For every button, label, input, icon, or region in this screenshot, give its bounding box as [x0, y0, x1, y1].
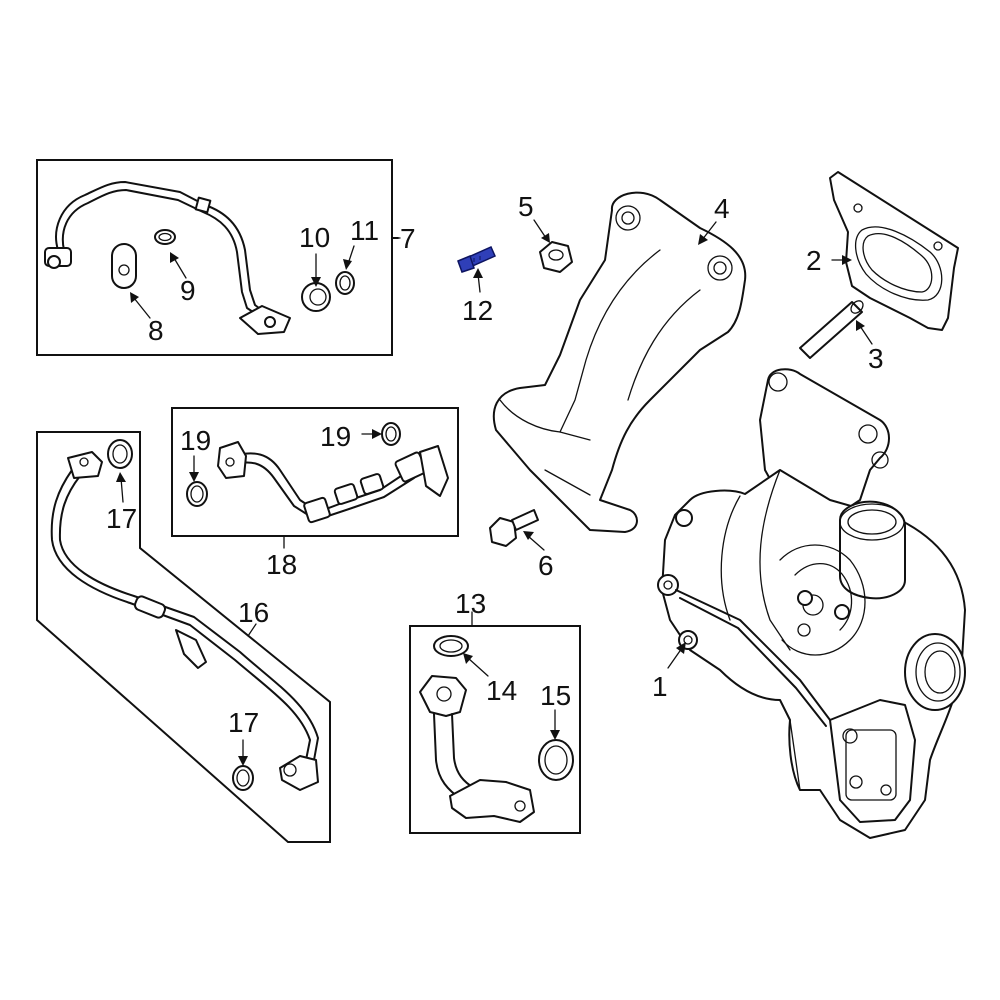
callout-1: 1	[652, 671, 668, 702]
bolt-6-part[interactable]	[489, 509, 539, 547]
oil-feed-line-part[interactable]	[44, 181, 291, 335]
callout-4: 4	[714, 193, 730, 224]
dowel-pin-3-part[interactable]	[799, 298, 865, 359]
callout-19-left: 19	[180, 425, 211, 456]
box-oil-feed-line-kit	[36, 159, 399, 356]
callout-15: 15	[540, 680, 571, 711]
washer-8-part[interactable]	[111, 243, 137, 289]
callout-12: 12	[462, 295, 493, 326]
o-ring-17-lower-part[interactable]	[232, 765, 254, 791]
callout-7: 7	[400, 223, 416, 254]
callout-6: 6	[538, 550, 554, 581]
seal-10-part[interactable]	[301, 282, 331, 312]
callout-11: 11	[350, 215, 379, 246]
stud-12-part[interactable]	[457, 246, 496, 273]
callout-9: 9	[180, 275, 196, 306]
box-coolant-feed-line	[171, 407, 459, 537]
callout-16: 16	[238, 597, 269, 628]
heat-shield-4-part[interactable]	[492, 191, 747, 533]
oil-return-line-part[interactable]	[50, 451, 319, 791]
callout-17-lower: 17	[228, 707, 259, 738]
o-ring-19-right-part[interactable]	[381, 422, 401, 446]
turbocharger-1-part[interactable]	[657, 368, 966, 839]
o-ring-17-upper-part[interactable]	[107, 439, 133, 469]
seal-15-part[interactable]	[538, 739, 574, 781]
callout-3: 3	[868, 343, 884, 374]
box-water-pipe	[409, 625, 581, 834]
callout-5: 5	[518, 191, 534, 222]
callout-19-right: 19	[320, 421, 351, 452]
o-ring-14-part[interactable]	[433, 635, 469, 657]
nut-5-part[interactable]	[539, 241, 573, 273]
o-ring-9-part[interactable]	[154, 229, 176, 245]
callout-10: 10	[299, 222, 330, 253]
o-ring-11-part[interactable]	[335, 271, 355, 295]
callout-17-upper: 17	[106, 503, 137, 534]
callout-2: 2	[806, 245, 822, 276]
gasket-2-part[interactable]	[829, 171, 959, 331]
o-ring-19-left-part[interactable]	[186, 481, 208, 507]
callout-14: 14	[486, 675, 517, 706]
callout-13: 13	[455, 588, 486, 619]
callout-8: 8	[148, 315, 164, 346]
water-pipe-part[interactable]	[419, 675, 535, 823]
box-oil-return-line	[36, 431, 331, 843]
callout-18: 18	[266, 549, 297, 580]
callout-labels: 1 2 3 4 5 6 7 8 9 10 11 12 13 14 15 16 1…	[106, 191, 884, 738]
leader-lines	[116, 219, 873, 766]
coolant-line-part[interactable]	[217, 441, 449, 524]
